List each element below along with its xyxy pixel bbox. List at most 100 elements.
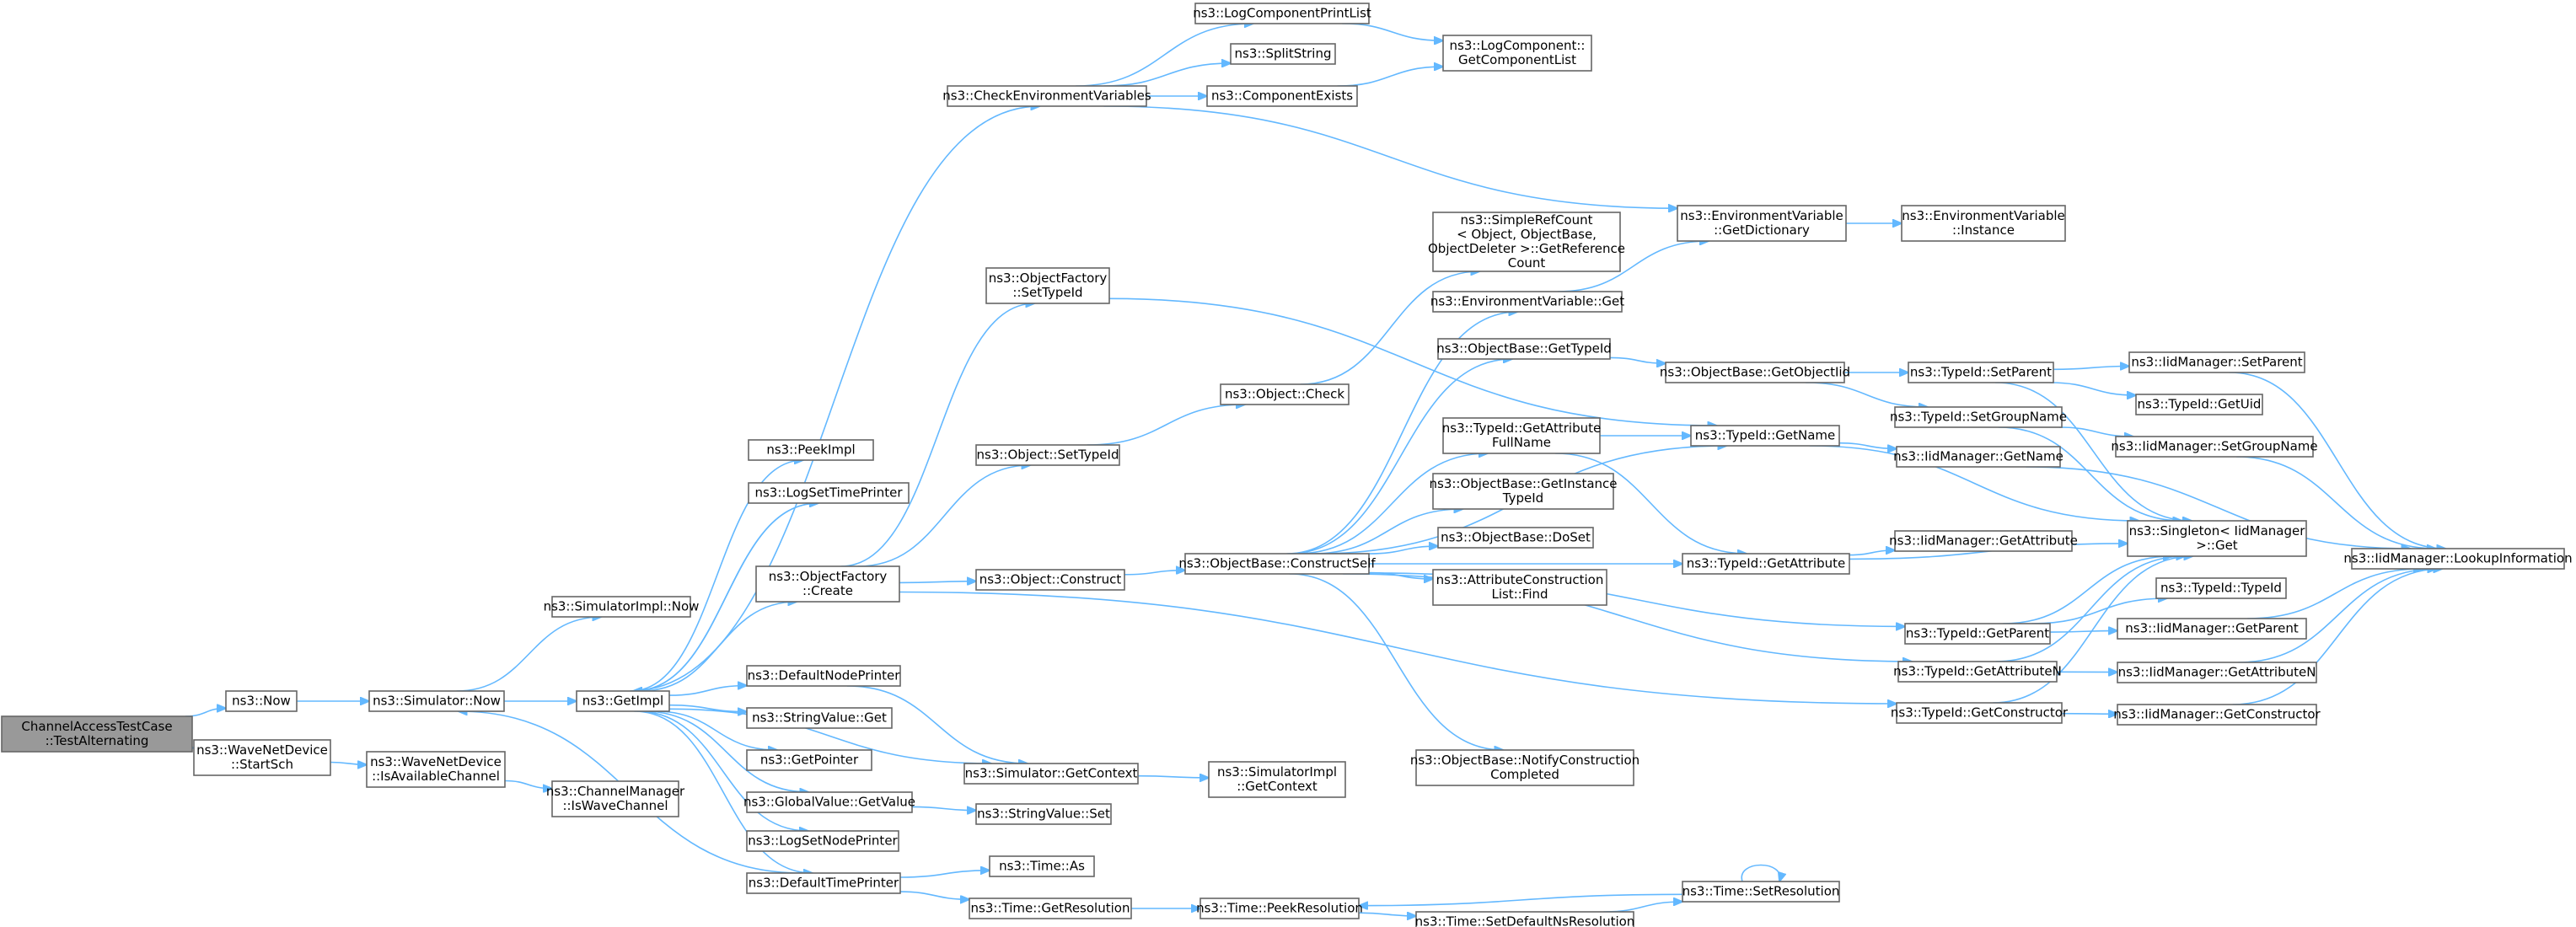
- node-box[interactable]: [576, 690, 670, 712]
- graph-node-n42[interactable]: ns3::EnvironmentVariable::GetDictionary: [1677, 205, 1847, 242]
- graph-node-n22[interactable]: ns3::ObjectFactory::SetTypeId: [985, 267, 1110, 304]
- node-box[interactable]: [1908, 362, 2054, 383]
- graph-node-n18[interactable]: ns3::LogComponentPrintList: [1193, 3, 1371, 24]
- graph-node-n62[interactable]: ns3::IidManager::GetConstructor: [2113, 704, 2321, 726]
- graph-node-n57[interactable]: ns3::TypeId::GetUid: [2135, 394, 2263, 415]
- node-box[interactable]: [1682, 553, 1850, 575]
- node-box[interactable]: [1904, 623, 2051, 645]
- graph-node-n2[interactable]: ns3::WaveNetDevice::StartSch: [193, 739, 331, 776]
- node-box[interactable]: [1897, 661, 2058, 683]
- node-box[interactable]: [975, 444, 1120, 466]
- graph-node-n43[interactable]: ns3::EnvironmentVariable::Instance: [1901, 205, 2066, 242]
- node-box[interactable]: [1894, 530, 2073, 552]
- graph-node-n61[interactable]: ns3::IidManager::GetAttributeN: [2117, 662, 2317, 683]
- graph-node-n3[interactable]: ns3::Simulator::Now: [368, 690, 505, 712]
- node-box[interactable]: [975, 803, 1112, 825]
- node-box[interactable]: [1690, 425, 1840, 447]
- node-box[interactable]: [2117, 618, 2307, 640]
- graph-node-n11[interactable]: ns3::DefaultNodePrinter: [746, 665, 901, 687]
- node-box[interactable]: [748, 439, 874, 461]
- node-box[interactable]: [1437, 338, 1611, 360]
- node-box[interactable]: [746, 830, 899, 852]
- node-box[interactable]: [746, 791, 913, 813]
- node-box[interactable]: [963, 763, 1139, 785]
- graph-node-n12[interactable]: ns3::StringValue::Get: [746, 707, 893, 729]
- node-box[interactable]: [1194, 3, 1370, 24]
- node-box[interactable]: [1220, 383, 1350, 405]
- graph-node-n31[interactable]: ns3::Time::PeekResolution: [1196, 898, 1363, 919]
- node-box[interactable]: [2115, 436, 2314, 458]
- node-box[interactable]: [1208, 761, 1346, 798]
- node-box[interactable]: [193, 739, 331, 776]
- node-box[interactable]: [1901, 205, 2066, 242]
- node-box[interactable]: [551, 596, 691, 618]
- node-box[interactable]: [1437, 527, 1594, 549]
- graph-node-n55[interactable]: ns3::Singleton< IidManager>::Get: [2127, 520, 2307, 557]
- graph-node-n0[interactable]: ChannelAccessTestCase::TestAlternating: [1, 715, 193, 753]
- graph-node-n56[interactable]: ns3::IidManager::SetParent: [2128, 351, 2305, 373]
- node-box[interactable]: [1442, 417, 1601, 454]
- node-box[interactable]: [969, 898, 1132, 919]
- graph-node-n19[interactable]: ns3::SplitString: [1230, 43, 1336, 65]
- node-box[interactable]: [975, 569, 1125, 591]
- node-box[interactable]: [551, 780, 679, 817]
- graph-node-n23[interactable]: ns3::Object::SetTypeId: [975, 444, 1120, 466]
- node-box[interactable]: [1199, 898, 1360, 919]
- graph-node-n32[interactable]: ns3::ObjectBase::ConstructSelf: [1178, 553, 1376, 575]
- graph-node-n49[interactable]: ns3::TypeId::GetConstructor: [1891, 702, 2069, 724]
- node-box[interactable]: [1432, 473, 1614, 510]
- graph-node-n58[interactable]: ns3::IidManager::SetGroupName: [2111, 436, 2318, 458]
- graph-node-n29[interactable]: ns3::Time::As: [989, 855, 1095, 877]
- graph-node-n63[interactable]: ns3::IidManager::LookupInformation: [2343, 548, 2573, 570]
- node-box[interactable]: [755, 565, 900, 603]
- graph-node-n54[interactable]: ns3::IidManager::GetAttribute: [1889, 530, 2078, 552]
- node-box[interactable]: [1677, 205, 1847, 242]
- graph-node-n6[interactable]: ns3::SimulatorImpl::Now: [544, 596, 700, 618]
- graph-node-n16[interactable]: ns3::DefaultTimePrinter: [746, 872, 901, 894]
- node-box[interactable]: [1432, 212, 1621, 272]
- graph-node-n20[interactable]: ns3::ComponentExists: [1206, 85, 1358, 107]
- graph-node-n17[interactable]: ns3::CheckEnvironmentVariables: [942, 85, 1151, 107]
- node-box[interactable]: [947, 85, 1147, 107]
- node-box[interactable]: [2117, 704, 2317, 726]
- graph-node-n44[interactable]: ns3::ObjectBase::GetObjectIid: [1660, 362, 1850, 383]
- node-box[interactable]: [1432, 291, 1623, 313]
- graph-node-n59[interactable]: ns3::TypeId::TypeId: [2155, 577, 2287, 599]
- graph-node-n45[interactable]: ns3::TypeId::GetName: [1690, 425, 1840, 447]
- graph-node-n8[interactable]: ns3::PeekImpl: [748, 439, 874, 461]
- graph-node-n51[interactable]: ns3::TypeId::SetParent: [1908, 362, 2054, 383]
- graph-node-n48[interactable]: ns3::TypeId::GetAttributeN: [1893, 661, 2062, 683]
- node-box[interactable]: [225, 690, 298, 712]
- node-box[interactable]: [2135, 394, 2263, 415]
- graph-node-n38[interactable]: ns3::ObjectBase::DoSet: [1437, 527, 1594, 549]
- node-box[interactable]: [1896, 702, 2063, 724]
- graph-node-n33[interactable]: ns3::SimpleRefCount< Object, ObjectBase,…: [1428, 212, 1625, 272]
- node-box[interactable]: [746, 665, 901, 687]
- graph-node-n7[interactable]: ns3::GetImpl: [576, 690, 670, 712]
- node-box[interactable]: [2155, 577, 2287, 599]
- node-box[interactable]: [748, 482, 910, 504]
- node-box[interactable]: [1442, 35, 1592, 72]
- graph-node-n4[interactable]: ns3::WaveNetDevice::IsAvailableChannel: [366, 751, 506, 788]
- node-box[interactable]: [746, 749, 872, 771]
- graph-node-n46[interactable]: ns3::TypeId::GetAttribute: [1682, 553, 1850, 575]
- node-box[interactable]: [1665, 362, 1845, 383]
- graph-node-n53[interactable]: ns3::IidManager::GetName: [1893, 446, 2063, 468]
- node-box[interactable]: [2117, 662, 2317, 683]
- node-box[interactable]: [746, 872, 901, 894]
- node-box[interactable]: [1230, 43, 1336, 65]
- node-box[interactable]: [1184, 553, 1370, 575]
- graph-node-n26[interactable]: ns3::Simulator::GetContext: [963, 763, 1139, 785]
- node-box[interactable]: [1896, 446, 2061, 468]
- graph-node-n28[interactable]: ns3::StringValue::Set: [975, 803, 1112, 825]
- node-box[interactable]: [1415, 749, 1634, 786]
- node-box[interactable]: [2128, 351, 2305, 373]
- node-box[interactable]: [746, 707, 893, 729]
- node-box[interactable]: [1415, 911, 1634, 927]
- node-box[interactable]: [2127, 520, 2307, 557]
- graph-node-n34[interactable]: ns3::EnvironmentVariable::Get: [1430, 291, 1624, 313]
- graph-node-n60[interactable]: ns3::IidManager::GetParent: [2117, 618, 2307, 640]
